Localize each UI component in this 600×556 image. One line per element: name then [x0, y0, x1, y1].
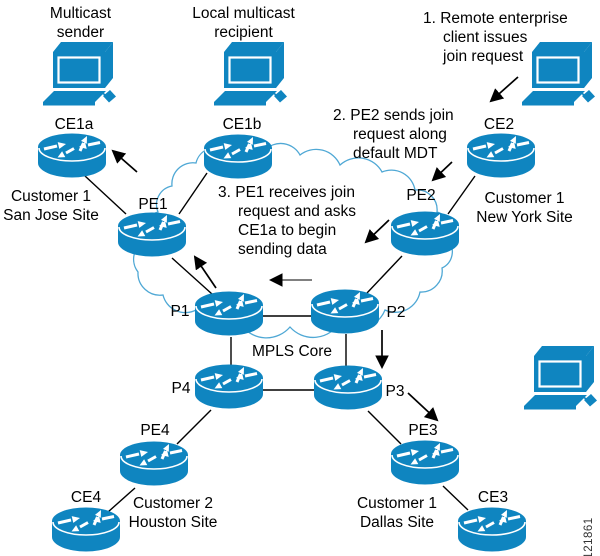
router-ce4-label: CE4	[70, 489, 102, 506]
router-pe3-icon	[389, 439, 461, 486]
router-pe3-label: PE3	[408, 422, 438, 439]
annotation-step1: 1. Remote enterprise client issues join …	[423, 10, 568, 65]
local-recipient-caption: Local multicast recipient	[192, 5, 295, 41]
link-pe2-p2	[366, 255, 403, 294]
router-pe1-icon	[116, 211, 188, 258]
link-pe1-p1	[171, 257, 213, 295]
arrow-pe2-to-p2	[364, 219, 390, 244]
local-recipient-computer-icon	[212, 40, 289, 107]
router-pe4-icon	[118, 440, 190, 487]
remote-client2-computer-icon	[522, 344, 599, 411]
arrow-ce2-to-pe2	[431, 161, 453, 182]
link-p4-pe4	[176, 409, 212, 445]
link-p3-pe3	[367, 410, 402, 445]
router-p4-label: P4	[171, 380, 191, 397]
multicast-sender-computer-icon	[41, 40, 118, 107]
link-ce2-pe2	[447, 175, 476, 215]
router-p3-label: P3	[385, 383, 405, 400]
mpls-core-label: MPLS Core	[251, 343, 333, 360]
link-pe3-ce3	[442, 485, 469, 511]
router-p1-label: P1	[170, 303, 190, 320]
arrow-client-to-ce2	[489, 76, 519, 103]
arrow-p3-to-pe3	[407, 392, 439, 422]
link-ce1b-pe1	[178, 172, 208, 215]
multicast-sender-caption: Multicast sender	[49, 5, 112, 41]
router-ce1b-label: CE1b	[222, 116, 262, 133]
link-ce1a-pe1	[84, 175, 127, 215]
site-new-york-label: Customer 1 New York Site	[476, 190, 573, 226]
site-houston-label: Customer 2 Houston Site	[128, 495, 218, 531]
router-pe4-label: PE4	[140, 422, 170, 439]
mpls-cloud-outline	[133, 139, 453, 339]
link-pe4-ce4	[107, 487, 136, 513]
router-p2-label: P2	[386, 304, 406, 321]
router-ce2-label: CE2	[483, 116, 515, 133]
site-san-jose-label: Customer 1 San Jose Site	[3, 188, 99, 224]
arrow-pe1-to-ce1a	[111, 149, 138, 173]
annotation-step2: 2. PE2 sends join request along default …	[333, 107, 454, 162]
router-ce1a-icon	[36, 132, 108, 179]
router-ce3-icon	[456, 506, 528, 553]
figure-number: 121861	[583, 517, 595, 556]
router-pe1-label: PE1	[138, 196, 168, 213]
router-ce4-icon	[50, 506, 122, 553]
router-ce3-label: CE3	[477, 489, 509, 506]
arrow-p1-to-pe1	[193, 255, 217, 289]
annotation-step3: 3. PE1 receives join request and asks CE…	[218, 184, 357, 258]
router-pe2-label: PE2	[406, 187, 436, 204]
site-dallas-label: Customer 1 Dallas Site	[356, 495, 438, 531]
router-ce1b-icon	[202, 133, 274, 180]
router-ce1a-label: CE1a	[54, 116, 94, 133]
